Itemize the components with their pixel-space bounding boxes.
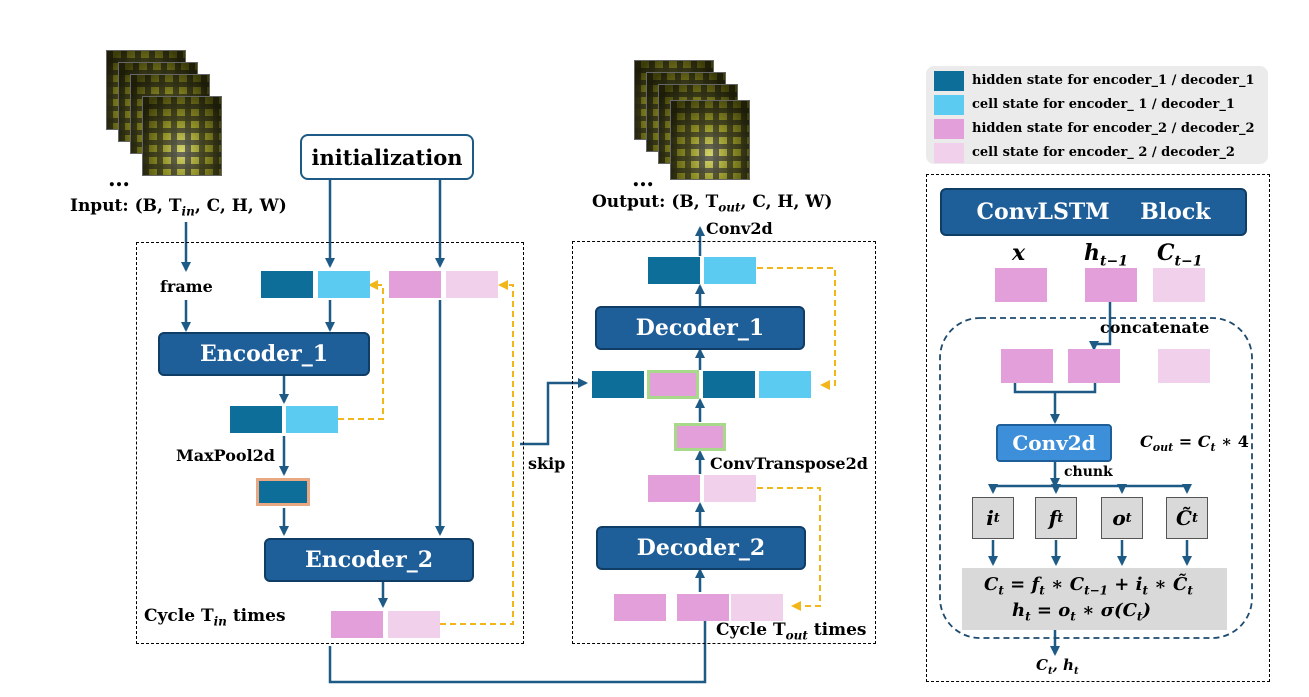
enc2-cell-init: [446, 271, 498, 298]
decoder-frame: [572, 241, 876, 644]
feedback-dec1: [757, 267, 836, 390]
concat-x: [1001, 349, 1053, 383]
concat-hidden1: [592, 371, 644, 398]
output-frame-4: [670, 100, 750, 180]
input-shape-label: Input: (B, Tin, C, H, W): [70, 196, 287, 219]
dec1-hidden-out: [648, 257, 700, 284]
cout-equation: Cout = Ct ∗ 4: [1140, 432, 1249, 455]
dec-in-cell: [731, 594, 783, 621]
enc1-hidden-init: [261, 271, 313, 298]
enc2-hidden-init: [389, 271, 441, 298]
input-ellipsis: …: [108, 166, 130, 192]
initialization-box: initialization: [300, 134, 474, 180]
block-output-label: Ct, ht: [1036, 656, 1079, 677]
bottom-connection: [328, 598, 710, 684]
input-x-label: x: [1012, 240, 1026, 266]
concat-hidden1b: [703, 371, 755, 398]
legend-label-cell1: cell state for encoder_ 1 / decoder_1: [972, 97, 1235, 112]
enc2-cell-out: [388, 611, 440, 638]
input-c-label: Ct−1: [1157, 240, 1203, 270]
legend-swatch-cell2: [934, 143, 964, 163]
legend-swatch-hidden1: [934, 71, 964, 91]
input-frame-4: [142, 96, 222, 176]
convlstm-frame: [926, 174, 1270, 682]
decoder1-block: Decoder_1: [595, 306, 805, 350]
maxpool-label: MaxPool2d: [176, 446, 275, 465]
dec2-hidden-out: [648, 475, 700, 502]
cycle-out-label: Cycle Tout times: [716, 620, 867, 643]
convlstm-x: [995, 268, 1047, 302]
legend-label-hidden2: hidden state for encoder_2 / decoder_2: [972, 121, 1255, 136]
legend-swatch-cell1: [934, 95, 964, 115]
enc1-cell-init: [318, 271, 370, 298]
enc2-hidden-out: [331, 611, 383, 638]
dec2-cell-out: [704, 475, 756, 502]
conv2d-top-label: Conv2d: [706, 219, 773, 238]
legend-label-cell2: cell state for encoder_ 2 / decoder_2: [972, 145, 1235, 160]
concat-cell1: [759, 371, 811, 398]
maxpool-output: [256, 478, 310, 506]
dec-in-hidden-b: [677, 594, 729, 621]
input-h-label: ht−1: [1084, 240, 1128, 270]
gate-c-tilde: C̃t: [1166, 497, 1208, 539]
concat-c: [1158, 349, 1210, 383]
legend-label-hidden1: hidden state for encoder_1 / decoder_1: [972, 73, 1255, 88]
inner-dashed-region: [939, 317, 1253, 639]
encoder1-block: Encoder_1: [158, 332, 370, 376]
convtranspose-output: [674, 423, 726, 451]
skip-connection: [520, 378, 588, 446]
enc1-hidden-out: [230, 406, 282, 433]
encoder2-block: Encoder_2: [264, 538, 474, 582]
legend: hidden state for encoder_1 / decoder_1 c…: [926, 66, 1268, 164]
feedback-dec2: [757, 487, 821, 611]
convlstm-title: ConvLSTM Block: [940, 188, 1247, 236]
arrow-h-to-concat: [1089, 302, 1112, 351]
concat-skip: [647, 370, 699, 399]
feedback-enc1: [338, 280, 384, 420]
chunk-label: chunk: [1064, 464, 1113, 480]
output-ellipsis: …: [632, 166, 654, 192]
skip-label: skip: [528, 454, 566, 473]
concat-h: [1068, 349, 1120, 383]
cycle-in-label: Cycle Tin times: [144, 606, 286, 629]
dec1-cell-out: [704, 257, 756, 284]
equation-2: ht = ot ∗ σ(Ct): [1012, 600, 1151, 624]
conv2d-block: Conv2d: [996, 424, 1112, 462]
output-shape-label: Output: (B, Tout, C, H, W): [592, 192, 833, 215]
convtranspose-label: ConvTranspose2d: [710, 454, 868, 473]
dec-in-hidden-a: [614, 594, 666, 621]
equation-1: Ct = ft ∗ Ct−1 + it ∗ C̃t: [984, 574, 1193, 598]
equation-box: [962, 568, 1227, 630]
feedback-enc2: [440, 280, 514, 625]
legend-swatch-hidden2: [934, 119, 964, 139]
decoder2-block: Decoder_2: [596, 526, 806, 570]
frame-label: frame: [160, 277, 213, 296]
concatenate-label: concatenate: [1100, 318, 1210, 337]
enc1-cell-out: [286, 406, 338, 433]
convlstm-c: [1153, 268, 1205, 302]
convlstm-h: [1085, 268, 1137, 302]
encoder-frame: [136, 242, 524, 644]
